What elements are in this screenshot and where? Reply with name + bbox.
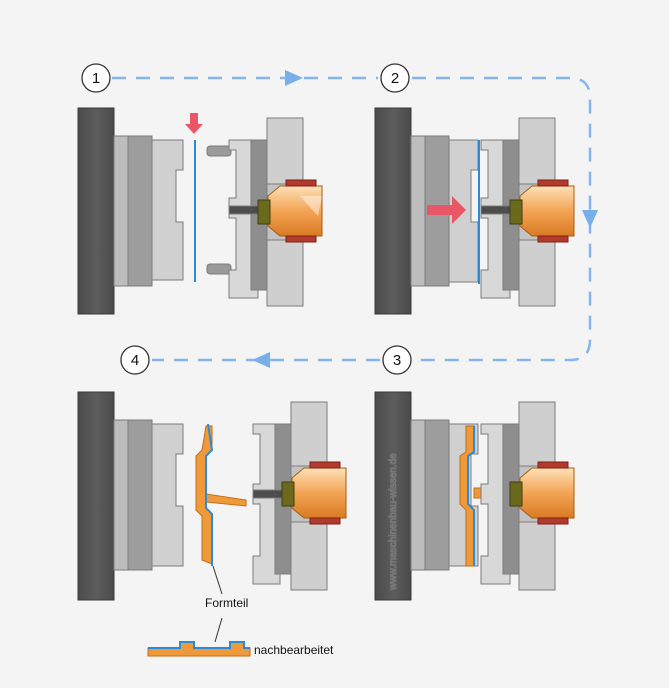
mold-cavity xyxy=(252,423,281,585)
formteil-label: Formteil xyxy=(205,596,248,610)
spacer-block xyxy=(113,419,129,571)
panel-step-1 xyxy=(77,107,323,315)
watermark-text: www.maschinenbau-wissen.de xyxy=(388,453,399,591)
step-badge-4: 4 xyxy=(120,345,150,375)
foil-sheet xyxy=(205,423,214,566)
injection-unit xyxy=(257,179,323,243)
nachbearbeitet-label: nachbearbeitet xyxy=(254,643,334,657)
moving-platen xyxy=(374,107,412,315)
ejected-part xyxy=(195,425,247,565)
guide-pin-top xyxy=(206,145,232,157)
step-badge-1: 1 xyxy=(81,63,111,93)
step-number: 2 xyxy=(391,70,399,87)
panel-step-2 xyxy=(374,107,575,315)
injection-unit xyxy=(509,179,575,243)
panel-step-3: www.maschinenbau-wissen.de xyxy=(374,391,575,601)
finished-part xyxy=(147,641,251,657)
spacer-block xyxy=(113,135,129,287)
injection-unit xyxy=(281,461,347,525)
moving-platen xyxy=(77,107,115,315)
clamp-plate xyxy=(424,419,450,571)
injection-unit xyxy=(509,461,575,525)
step-number: 3 xyxy=(393,352,401,369)
arrow-down-icon xyxy=(582,210,598,228)
step-badge-3: 3 xyxy=(382,345,412,375)
process-path xyxy=(112,76,592,362)
arrow-left-icon xyxy=(252,352,270,368)
guide-pin-bottom xyxy=(206,263,232,275)
foil-sheet xyxy=(467,426,475,566)
mold-core xyxy=(151,139,184,281)
spacer-block xyxy=(410,419,426,571)
process-arrows xyxy=(252,70,598,368)
injection-arrow-icon xyxy=(427,196,466,224)
formteil-leader-line xyxy=(212,565,223,595)
clamp-plate xyxy=(127,419,153,571)
moving-platen xyxy=(77,391,115,601)
step-number: 4 xyxy=(131,352,139,369)
mold-core xyxy=(151,423,184,567)
arrow-right-icon xyxy=(285,70,303,86)
path-2-to-3-to-top xyxy=(410,76,592,362)
step-number: 1 xyxy=(92,70,100,87)
panel-step-4 xyxy=(77,391,347,601)
clamp-plate xyxy=(127,135,153,287)
press-arrow-icon xyxy=(185,113,203,134)
finished-part-leader-line xyxy=(214,617,223,643)
spacer-block xyxy=(410,135,426,287)
moving-platen xyxy=(374,391,412,601)
step-badge-2: 2 xyxy=(380,63,410,93)
